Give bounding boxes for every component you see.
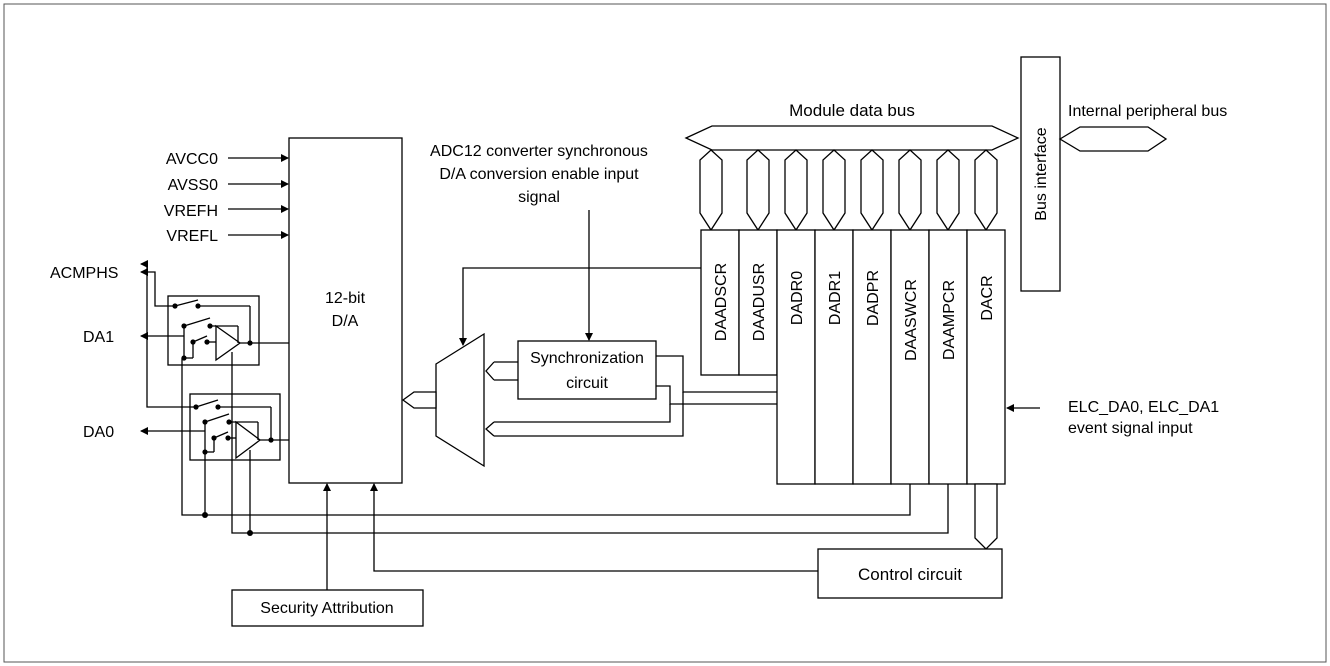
sync-circuit-line1: Synchronization xyxy=(530,350,644,367)
dadr-to-sync-lines xyxy=(656,355,777,405)
dadr-to-mux-bus xyxy=(485,392,684,437)
input-vrefl-label: VREFL xyxy=(166,228,218,245)
dac-12bit-box xyxy=(288,137,403,484)
junction-dot-1 xyxy=(202,512,208,518)
da0-switch-lines xyxy=(195,399,289,453)
mux xyxy=(435,332,485,468)
register-dadpr: DADPR xyxy=(865,270,882,326)
module-data-bus-label: Module data bus xyxy=(789,101,915,120)
da0-amp-icon xyxy=(235,420,262,460)
control-circuit-label: Control circuit xyxy=(858,565,962,584)
da1-amp-block xyxy=(167,295,260,366)
register-dadr0: DADR0 xyxy=(789,271,806,325)
adc-sync-label-line3: signal xyxy=(518,189,560,206)
figure-frame xyxy=(3,3,1327,663)
bus-interface-box xyxy=(1020,56,1061,292)
elc-label-line2: event signal input xyxy=(1068,420,1193,437)
register-boxes xyxy=(700,229,1006,485)
security-attribution-label: Security Attribution xyxy=(260,600,393,617)
sync-circuit-line2: circuit xyxy=(566,375,608,392)
sync-to-mux-arrow xyxy=(485,361,518,381)
register-dacr: DACR xyxy=(979,275,996,320)
elc-label-line1: ELC_DA0, ELC_DA1 xyxy=(1068,399,1219,416)
dac-label-line1: 12-bit xyxy=(325,290,366,307)
input-vrefh-label: VREFH xyxy=(164,203,218,220)
register-dadr1: DADR1 xyxy=(827,271,844,325)
register-daampcr: DAAMPCR xyxy=(941,280,958,360)
input-avss0-label: AVSS0 xyxy=(168,177,219,194)
security-attribution-box xyxy=(231,589,424,627)
acmphs-label: ACMPHS xyxy=(50,265,118,282)
adc-sync-label-line2: D/A conversion enable input xyxy=(439,166,639,183)
daampcr-control-line xyxy=(231,352,949,534)
bus-interface-label: Bus interface xyxy=(1033,127,1050,220)
module-data-bus-arrow xyxy=(684,125,1020,151)
adc-sync-label-line1: ADC12 converter synchronous xyxy=(430,143,648,160)
internal-peripheral-bus-arrow xyxy=(1058,126,1168,152)
internal-peripheral-bus-label: Internal peripheral bus xyxy=(1068,103,1227,120)
bus-taps xyxy=(699,149,998,232)
daaswcr-control-line xyxy=(181,358,911,516)
daadscr-to-mux xyxy=(459,267,701,346)
acmphs-line-a xyxy=(140,268,175,307)
dacr-control-bus-arrow xyxy=(974,483,998,550)
da0-label: DA0 xyxy=(83,424,114,441)
acmphs-line-b xyxy=(140,260,196,408)
register-daadusr: DAADUSR xyxy=(751,263,768,341)
control-circuit-box xyxy=(817,548,1003,599)
input-avcc0-label: AVCC0 xyxy=(166,151,218,168)
da1-dots xyxy=(172,303,253,361)
da1-label: DA1 xyxy=(83,329,114,346)
input-arrows xyxy=(228,154,289,239)
da1-amp-icon xyxy=(215,324,242,362)
control-to-dac-arrow xyxy=(370,483,818,572)
junction-dot-2 xyxy=(247,530,253,536)
register-daaswcr: DAASWCR xyxy=(903,279,920,361)
register-daadscr: DAADSCR xyxy=(713,263,730,341)
mux-output-arrow xyxy=(401,391,437,409)
dac-label-line2: D/A xyxy=(332,313,359,330)
sync-circuit-box xyxy=(517,340,657,400)
